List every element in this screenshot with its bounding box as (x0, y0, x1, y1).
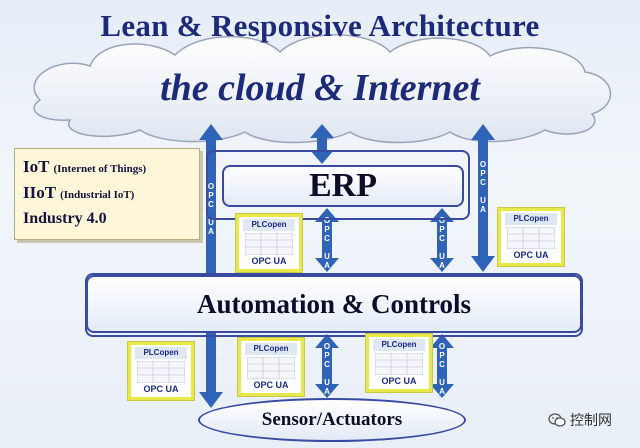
arrow-erp-automation-middle (315, 208, 339, 272)
watermark-brand-text: 控制网 (570, 413, 612, 429)
automation-box: Automation & Controls (86, 275, 582, 333)
plcopen-badge-erp-left: PLCopen OPC UA (236, 214, 302, 272)
opc-label-right-long: OPC UA (478, 160, 488, 216)
arrow-erp-automation-right (430, 208, 454, 272)
arrow-cloud-sensor-left (199, 124, 223, 408)
watermark-brand: 控制网 (548, 410, 612, 430)
opc-label-right-lower: OPC UA (437, 342, 447, 398)
plcopen-badge-opc: OPC UA (253, 380, 289, 390)
erp-box: ERP (222, 165, 464, 207)
note-iot-sub: (Internet of Things) (53, 163, 147, 175)
wechat-icon (548, 413, 566, 427)
plcopen-badge-auto-right: PLCopen OPC UA (366, 334, 432, 392)
plcopen-badge-title: PLCopen (245, 343, 297, 355)
plcopen-badge-title: PLCopen (135, 347, 187, 359)
arrow-cloud-erp (310, 124, 334, 164)
note-iiot: IIoT (23, 183, 57, 202)
plcopen-badge-opc: OPC UA (513, 250, 549, 260)
sensor-ellipse: Sensor/Actuators (198, 398, 466, 442)
opc-label-right-long-text: OPC UA (478, 160, 488, 214)
badge-grid-icon (137, 361, 185, 383)
note-iiot-sub: (Industrial IoT) (60, 189, 135, 201)
badge-grid-icon (245, 233, 293, 255)
arrow-automation-sensor-right (430, 334, 454, 398)
plcopen-badge-auto-left: PLCopen OPC UA (128, 342, 194, 400)
plcopen-badge-erp-right: PLCopen OPC UA (498, 208, 564, 266)
plcopen-badge-opc: OPC UA (251, 256, 287, 266)
erp-frame (206, 150, 470, 220)
opc-label-mid-upper-text: OPC UA (322, 216, 332, 270)
opc-label-right-upper: OPC UA (437, 216, 447, 272)
badge-grid-icon (507, 227, 555, 249)
arrow-automation-sensor-middle (315, 334, 339, 398)
note-iot: IoT (23, 157, 50, 176)
plcopen-badge-title: PLCopen (373, 339, 425, 351)
arrow-cloud-automation-right (471, 124, 495, 272)
iot-note: IoT (Internet of Things) IIoT (Industria… (14, 148, 200, 240)
opc-label-mid-lower-text: OPC UA (322, 342, 332, 396)
cloud-label: the cloud & Internet (160, 67, 480, 109)
opc-label-right-lower-text: OPC UA (437, 342, 447, 396)
plcopen-badge-opc: OPC UA (143, 384, 179, 394)
opc-label-right-upper-text: OPC UA (437, 216, 447, 270)
plcopen-badge-auto-middle: PLCopen OPC UA (238, 338, 304, 396)
badge-grid-icon (247, 357, 295, 379)
opc-label-left-text: OPC UA (206, 182, 216, 236)
plcopen-badge-title: PLCopen (243, 219, 295, 231)
note-iot-line: IoT (Internet of Things) (23, 155, 191, 181)
diagram-title: Lean & Responsive Architecture (100, 8, 540, 43)
note-iiot-line: IIoT (Industrial IoT) (23, 181, 191, 207)
opc-label-mid-lower: OPC UA (322, 342, 332, 398)
opc-label-mid-upper: OPC UA (322, 216, 332, 272)
plcopen-badge-title: PLCopen (505, 213, 557, 225)
opc-label-left: OPC UA (206, 182, 216, 238)
badge-grid-icon (375, 353, 423, 375)
note-industry: Industry 4.0 (23, 210, 107, 227)
plcopen-badge-opc: OPC UA (381, 376, 417, 386)
